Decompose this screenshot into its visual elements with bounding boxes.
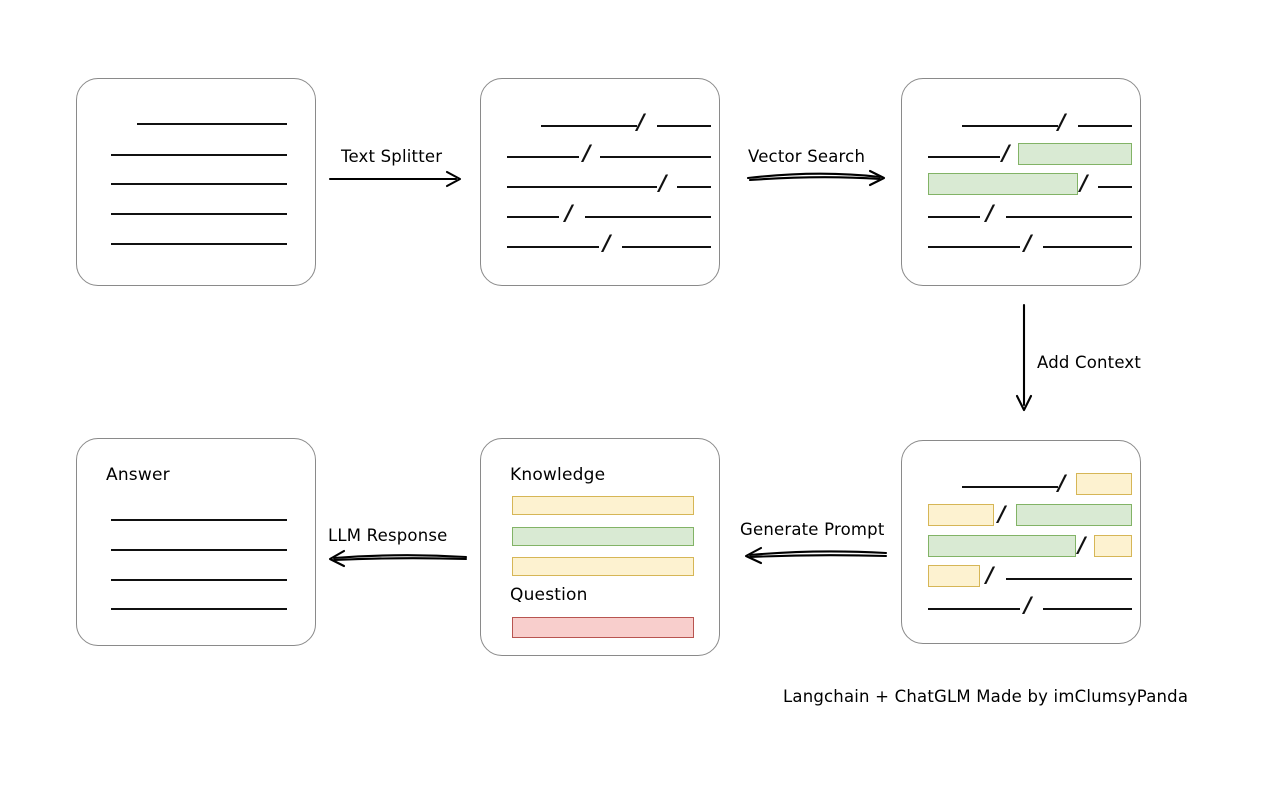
chunk-segment bbox=[1006, 216, 1132, 218]
chunk-highlight-green bbox=[928, 535, 1076, 557]
chunk-segment bbox=[1098, 186, 1132, 188]
chunk-slash: / bbox=[1024, 593, 1032, 617]
chunk-slash: / bbox=[583, 141, 591, 165]
doc-line bbox=[111, 183, 287, 185]
knowledge-heading: Knowledge bbox=[510, 465, 606, 485]
question-bar bbox=[512, 617, 694, 638]
question-heading: Question bbox=[510, 585, 588, 605]
chunk-slash: / bbox=[603, 231, 611, 255]
chunk-slash: / bbox=[1024, 231, 1032, 255]
answer-line bbox=[111, 608, 287, 610]
doc-line bbox=[111, 154, 287, 156]
knowledge-bar bbox=[512, 557, 694, 576]
knowledge-bar bbox=[512, 496, 694, 515]
arrow-generate-prompt bbox=[744, 546, 888, 565]
chunk-highlight-green bbox=[1018, 143, 1132, 165]
chunk-segment bbox=[507, 156, 579, 158]
edge-label-add-context: Add Context bbox=[1037, 353, 1142, 372]
chunk-slash: / bbox=[565, 201, 573, 225]
card-source-document[interactable] bbox=[76, 78, 316, 286]
chunk-segment bbox=[928, 216, 980, 218]
chunk-slash: / bbox=[986, 563, 994, 587]
chunk-slash: / bbox=[998, 502, 1006, 526]
chunk-slash: / bbox=[986, 201, 994, 225]
chunk-segment bbox=[962, 125, 1058, 127]
card-split-chunks[interactable]: / / / / / bbox=[480, 78, 720, 286]
chunk-highlight-yellow bbox=[928, 504, 994, 526]
chunk-slash: / bbox=[1058, 110, 1066, 134]
arrow-add-context bbox=[1015, 303, 1033, 412]
chunk-segment bbox=[962, 486, 1058, 488]
chunk-slash: / bbox=[1078, 533, 1086, 557]
doc-line bbox=[111, 213, 287, 215]
chunk-slash: / bbox=[659, 171, 667, 195]
answer-line bbox=[111, 549, 287, 551]
chunk-segment bbox=[1078, 125, 1132, 127]
answer-line bbox=[111, 519, 287, 521]
chunk-segment bbox=[541, 125, 637, 127]
chunk-segment bbox=[1006, 578, 1132, 580]
edge-label-text-splitter: Text Splitter bbox=[341, 147, 443, 166]
chunk-segment bbox=[600, 156, 711, 158]
chunk-slash: / bbox=[1002, 141, 1010, 165]
edge-label-llm-response: LLM Response bbox=[328, 526, 448, 545]
chunk-segment bbox=[507, 216, 559, 218]
card-context-chunks[interactable]: / / / / / bbox=[901, 440, 1141, 644]
doc-line bbox=[137, 123, 287, 125]
arrow-text-splitter bbox=[328, 170, 462, 188]
chunk-slash: / bbox=[1080, 171, 1088, 195]
chunk-segment bbox=[507, 186, 657, 188]
chunk-segment bbox=[1043, 608, 1132, 610]
chunk-highlight-green bbox=[928, 173, 1078, 195]
arrow-vector-search bbox=[746, 169, 886, 187]
answer-line bbox=[111, 579, 287, 581]
chunk-highlight-yellow bbox=[1076, 473, 1132, 495]
card-answer[interactable]: Answer bbox=[76, 438, 316, 646]
chunk-segment bbox=[585, 216, 711, 218]
doc-line bbox=[111, 243, 287, 245]
edge-label-generate-prompt: Generate Prompt bbox=[740, 520, 885, 539]
arrow-llm-response bbox=[328, 549, 468, 568]
chunk-highlight-yellow bbox=[928, 565, 980, 587]
chunk-segment bbox=[622, 246, 711, 248]
footer-credit: Langchain + ChatGLM Made by imClumsyPand… bbox=[783, 687, 1189, 706]
knowledge-bar bbox=[512, 527, 694, 546]
card-prompt[interactable]: Knowledge Question bbox=[480, 438, 720, 656]
chunk-segment bbox=[928, 608, 1020, 610]
chunk-slash: / bbox=[637, 110, 645, 134]
chunk-segment bbox=[657, 125, 711, 127]
card-vector-matches[interactable]: / / / / / bbox=[901, 78, 1141, 286]
chunk-segment bbox=[1043, 246, 1132, 248]
chunk-segment bbox=[928, 156, 1000, 158]
edge-label-vector-search: Vector Search bbox=[748, 147, 866, 166]
answer-title: Answer bbox=[106, 465, 170, 485]
chunk-highlight-green bbox=[1016, 504, 1132, 526]
chunk-slash: / bbox=[1058, 471, 1066, 495]
chunk-segment bbox=[677, 186, 711, 188]
chunk-segment bbox=[928, 246, 1020, 248]
chunk-highlight-yellow bbox=[1094, 535, 1132, 557]
chunk-segment bbox=[507, 246, 599, 248]
